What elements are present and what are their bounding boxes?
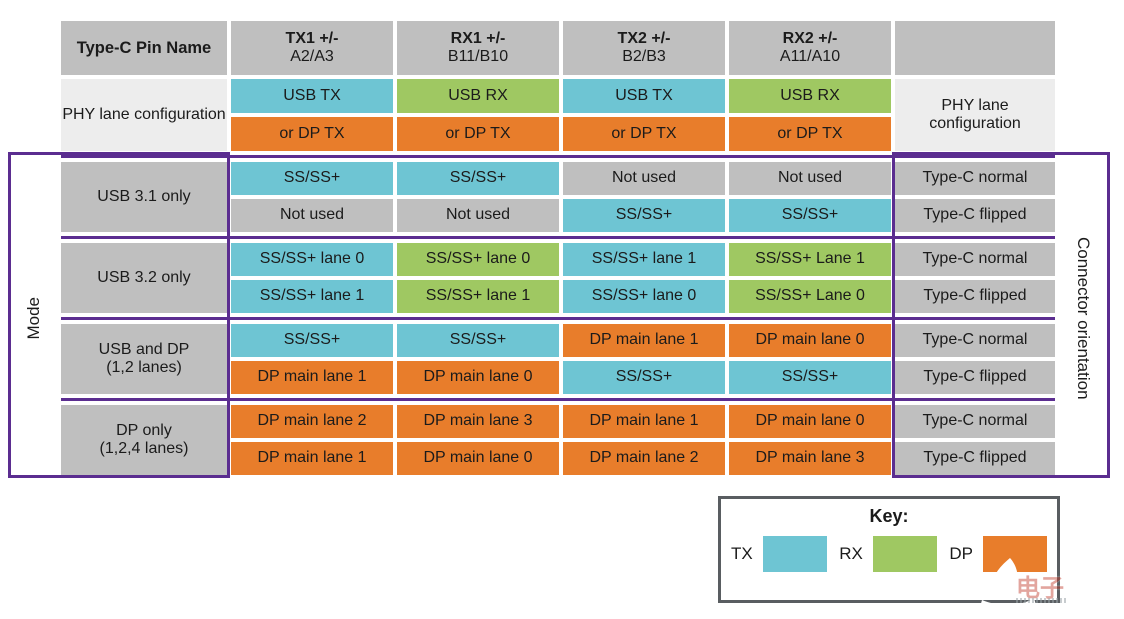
col-header-tx1-name: TX1 +/- — [285, 29, 339, 47]
table-cell: DP main lane 0 — [729, 324, 891, 357]
orientation-cell: Type-C normal — [895, 243, 1055, 276]
col-header-rx1-name: RX1 +/- — [450, 29, 506, 47]
table-cell: SS/SS+ — [231, 324, 393, 357]
legend-label-tx: TX — [731, 544, 753, 563]
table-cell: SS/SS+ lane 0 — [563, 280, 725, 313]
phy-dp-cell-tx2: or DP TX — [563, 117, 725, 151]
section-separator — [61, 398, 1055, 401]
phy-usb-cell-tx1: USB TX — [231, 79, 393, 113]
connector-orientation-axis: Connector orientation — [1059, 162, 1107, 475]
phy-config-label-left: PHY lane configuration — [61, 79, 227, 151]
legend-label-rx: RX — [839, 544, 863, 563]
mode-label-line1: USB 3.2 only — [97, 268, 191, 286]
phy-usb-cell-rx2: USB RX — [729, 79, 891, 113]
legend-label-dp: DP — [949, 544, 973, 563]
col-header-tx1-pins: A2/A3 — [290, 48, 334, 65]
table-cell: SS/SS+ — [729, 199, 891, 232]
orientation-cell: Type-C normal — [895, 324, 1055, 357]
table-cell: DP main lane 0 — [397, 361, 559, 394]
section-separator — [61, 317, 1055, 320]
section-separator — [61, 236, 1055, 239]
col-header-tx2-name: TX2 +/- — [617, 29, 671, 47]
orientation-cell: Type-C flipped — [895, 361, 1055, 394]
table-cell: SS/SS+ lane 1 — [563, 243, 725, 276]
table-cell: Not used — [231, 199, 393, 232]
mode-label-usb-dp: USB and DP (1,2 lanes) — [61, 324, 227, 394]
table-cell: DP main lane 3 — [397, 405, 559, 438]
rx-color-swatch — [872, 536, 937, 572]
legend-box: Key: TX RX DP — [718, 496, 1060, 603]
table-cell: Not used — [563, 162, 725, 195]
pin-name-header: Type-C Pin Name — [61, 21, 227, 75]
mode-label-dp-only: DP only (1,2,4 lanes) — [61, 405, 227, 475]
table-cell: SS/SS+ lane 0 — [231, 243, 393, 276]
table-cell: SS/SS+ lane 1 — [397, 280, 559, 313]
orientation-cell: Type-C flipped — [895, 280, 1055, 313]
col-header-rx2: RX2 +/- A11/A10 — [729, 21, 891, 75]
table-cell: Not used — [397, 199, 559, 232]
phy-config-label-right: PHY lane configuration — [895, 79, 1055, 151]
col-header-rx1: RX1 +/- B11/B10 — [397, 21, 559, 75]
section-separator — [61, 155, 1055, 158]
table-cell: SS/SS+ — [397, 162, 559, 195]
table-cell: SS/SS+ — [397, 324, 559, 357]
table-cell: SS/SS+ Lane 1 — [729, 243, 891, 276]
legend-item-tx: TX — [731, 536, 827, 572]
mode-label-line1: USB 3.1 only — [97, 187, 191, 205]
table-cell: SS/SS+ Lane 0 — [729, 280, 891, 313]
phy-dp-cell-tx1: or DP TX — [231, 117, 393, 151]
mode-label-usb32: USB 3.2 only — [61, 243, 227, 313]
phy-dp-cell-rx2: or DP TX — [729, 117, 891, 151]
table-cell: SS/SS+ — [231, 162, 393, 195]
phy-usb-cell-tx2: USB TX — [563, 79, 725, 113]
table-cell: DP main lane 1 — [231, 361, 393, 394]
legend-item-rx: RX — [839, 536, 937, 572]
col-header-tx2-pins: B2/B3 — [622, 48, 666, 65]
phy-dp-cell-rx1: or DP TX — [397, 117, 559, 151]
table-cell: DP main lane 2 — [563, 442, 725, 475]
mode-label-line1: DP only — [116, 421, 172, 439]
phy-usb-cell-rx1: USB RX — [397, 79, 559, 113]
orientation-cell: Type-C flipped — [895, 442, 1055, 475]
table-cell: DP main lane 3 — [729, 442, 891, 475]
col-header-rx1-pins: B11/B10 — [447, 48, 509, 65]
table-cell: DP main lane 0 — [397, 442, 559, 475]
table-cell: DP main lane 2 — [231, 405, 393, 438]
table-cell: SS/SS+ lane 0 — [397, 243, 559, 276]
table-cell: DP main lane 1 — [563, 324, 725, 357]
col-header-rx2-pins: A11/A10 — [779, 48, 841, 65]
mode-axis: Mode — [11, 162, 57, 475]
tx-color-swatch — [762, 536, 827, 572]
orientation-cell: Type-C normal — [895, 405, 1055, 438]
table-cell: DP main lane 1 — [563, 405, 725, 438]
col-header-tx1: TX1 +/- A2/A3 — [231, 21, 393, 75]
mode-label-line2: (1,2,4 lanes) — [99, 440, 189, 457]
orientation-cell: Type-C flipped — [895, 199, 1055, 232]
empty-header-cell — [895, 21, 1055, 75]
table-cell: DP main lane 0 — [729, 405, 891, 438]
table-cell: SS/SS+ lane 1 — [231, 280, 393, 313]
mode-axis-label: Mode — [24, 297, 43, 340]
connector-orientation-label: Connector orientation — [1074, 237, 1093, 400]
table-cell: Not used — [729, 162, 891, 195]
orientation-cell: Type-C normal — [895, 162, 1055, 195]
table-cell: SS/SS+ — [563, 361, 725, 394]
mode-label-line1: USB and DP — [98, 340, 190, 358]
dp-color-swatch — [982, 536, 1047, 572]
table-cell: SS/SS+ — [563, 199, 725, 232]
table-cell: SS/SS+ — [729, 361, 891, 394]
legend-title: Key: — [869, 506, 909, 526]
legend-row: TX RX DP — [721, 536, 1057, 572]
mode-label-usb31: USB 3.1 only — [61, 162, 227, 232]
legend-item-dp: DP — [949, 536, 1047, 572]
mode-label-line2: (1,2 lanes) — [106, 359, 182, 376]
pin-mapping-table: Type-C Pin Name TX1 +/- A2/A3 RX1 +/- B1… — [11, 21, 1107, 475]
table-cell: DP main lane 1 — [231, 442, 393, 475]
col-header-rx2-name: RX2 +/- — [782, 29, 838, 47]
col-header-tx2: TX2 +/- B2/B3 — [563, 21, 725, 75]
